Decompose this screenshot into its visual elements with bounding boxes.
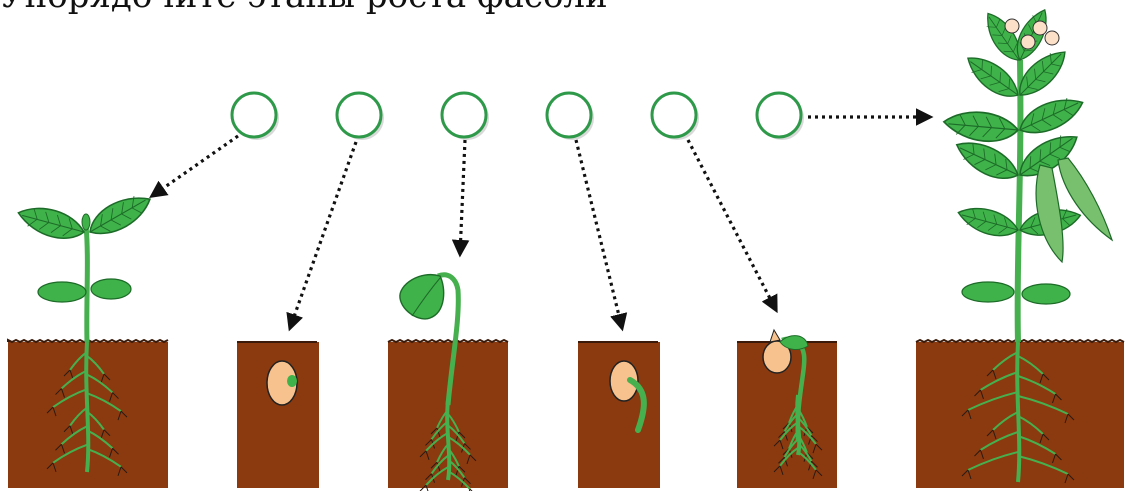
answer-circle-3[interactable] bbox=[440, 91, 489, 140]
emerging-seedling-icon bbox=[762, 328, 823, 480]
connector-arrows bbox=[149, 108, 934, 332]
answer-circle-1[interactable] bbox=[230, 91, 279, 140]
hooked-sprout-icon bbox=[399, 272, 477, 491]
answer-circles bbox=[230, 91, 804, 140]
mature-bean-plant-icon bbox=[942, 8, 1114, 484]
germinating-seed-icon bbox=[609, 360, 647, 433]
answer-circle-2[interactable] bbox=[335, 91, 384, 140]
task-caption: Упорядочите этапы роста фасоли bbox=[0, 0, 608, 16]
arrow-3 bbox=[451, 139, 470, 258]
arrow-1 bbox=[149, 134, 239, 199]
arrow-4 bbox=[574, 139, 628, 332]
soil-blocks bbox=[7, 338, 1125, 488]
answer-circle-6[interactable] bbox=[755, 91, 804, 140]
arrow-2 bbox=[286, 141, 358, 332]
answer-circle-5[interactable] bbox=[650, 91, 699, 140]
arrow-5 bbox=[686, 139, 778, 314]
young-bean-plant-icon bbox=[17, 196, 151, 477]
answer-circle-4[interactable] bbox=[545, 91, 594, 140]
bean-seed-icon bbox=[266, 360, 298, 406]
